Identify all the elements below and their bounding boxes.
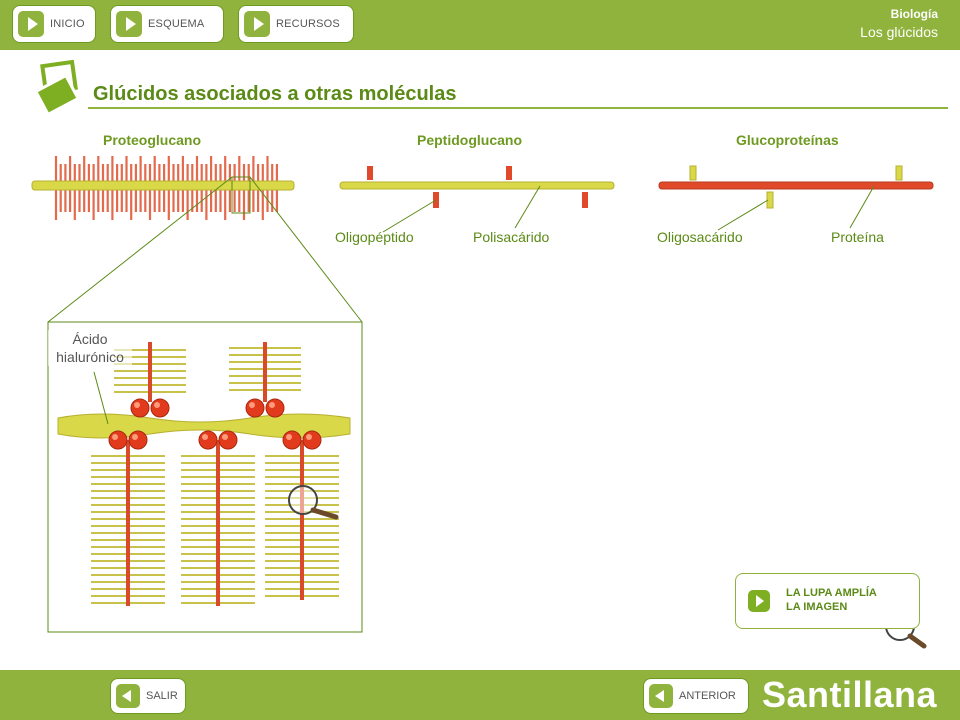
label-oligopeptido: Oligopéptido	[335, 229, 414, 245]
info-text: LA LUPA AMPLÍA LA IMAGEN	[786, 586, 877, 614]
subject-header: Biología Los glúcidos	[860, 7, 938, 40]
info-box[interactable]: LA LUPA AMPLÍA LA IMAGEN	[735, 573, 920, 629]
label-proteina: Proteína	[831, 229, 884, 245]
proteoglycan-axis	[31, 180, 295, 191]
link-protein-highlight	[134, 402, 140, 408]
heading-proteoglucano: Proteoglucano	[103, 132, 202, 148]
title-icon	[33, 59, 81, 117]
anterior-button[interactable]: ANTERIOR	[643, 678, 749, 714]
link-protein	[302, 430, 322, 450]
esquema-button[interactable]: ESQUEMA	[110, 5, 224, 43]
recursos-button[interactable]: RECURSOS	[238, 5, 354, 43]
link-protein-highlight	[154, 402, 160, 408]
salir-button[interactable]: SALIR	[110, 678, 186, 714]
inicio-button[interactable]: INICIO	[12, 5, 96, 43]
title-divider	[88, 107, 948, 109]
link-protein	[245, 398, 265, 418]
recursos-label: RECURSOS	[276, 18, 340, 30]
link-protein	[218, 430, 238, 450]
hyaluronic-acid-axis	[57, 413, 351, 439]
subject-name: Biología	[890, 7, 938, 21]
anterior-label: ANTERIOR	[679, 690, 736, 702]
info-line-1: LA LUPA AMPLÍA	[786, 587, 877, 599]
brand-logo: Santillana	[762, 674, 938, 715]
acido-pointer	[93, 371, 109, 425]
play-arrow-icon	[18, 11, 44, 37]
inicio-label: INICIO	[50, 18, 85, 30]
link-protein	[150, 398, 170, 418]
link-protein	[282, 430, 302, 450]
magnifier-icon[interactable]	[288, 485, 339, 520]
link-protein-highlight	[112, 434, 118, 440]
zoom-line-right	[249, 176, 363, 323]
back-arrow-icon	[649, 684, 673, 708]
link-protein	[198, 430, 218, 450]
proteoglucano-diagram	[31, 156, 295, 220]
play-arrow-icon	[748, 590, 770, 612]
heading-glucoproteinas: Glucoproteínas	[736, 132, 839, 148]
zoom-line-left	[47, 176, 233, 323]
zoom-selection-box	[231, 176, 251, 214]
esquema-label: ESQUEMA	[148, 18, 205, 30]
link-protein-highlight	[249, 402, 255, 408]
label-oligosacarido: Oligosacárido	[657, 229, 743, 245]
label-polisacarido: Polisacárido	[473, 229, 550, 245]
link-protein	[130, 398, 150, 418]
page-title: Glúcidos asociados a otras moléculas	[93, 83, 457, 105]
heading-peptidoglucano: Peptidoglucano	[417, 132, 522, 148]
peptidoglucano-diagram	[339, 166, 615, 233]
link-protein-highlight	[286, 434, 292, 440]
link-protein	[128, 430, 148, 450]
info-line-2: LA IMAGEN	[786, 601, 848, 613]
play-arrow-icon	[244, 11, 270, 37]
salir-label: SALIR	[146, 690, 178, 702]
link-protein-highlight	[269, 402, 275, 408]
link-protein-highlight	[132, 434, 138, 440]
link-protein-highlight	[202, 434, 208, 440]
subject-topic: Los glúcidos	[860, 24, 938, 40]
back-arrow-icon	[116, 684, 140, 708]
play-arrow-icon	[116, 11, 142, 37]
link-protein	[108, 430, 128, 450]
link-protein	[265, 398, 285, 418]
link-protein-highlight	[222, 434, 228, 440]
glucoproteinas-diagram	[658, 165, 934, 231]
label-acido-hialuronico: Ácido hialurónico	[48, 330, 132, 366]
zoom-detail	[57, 342, 351, 606]
link-protein-highlight	[306, 434, 312, 440]
